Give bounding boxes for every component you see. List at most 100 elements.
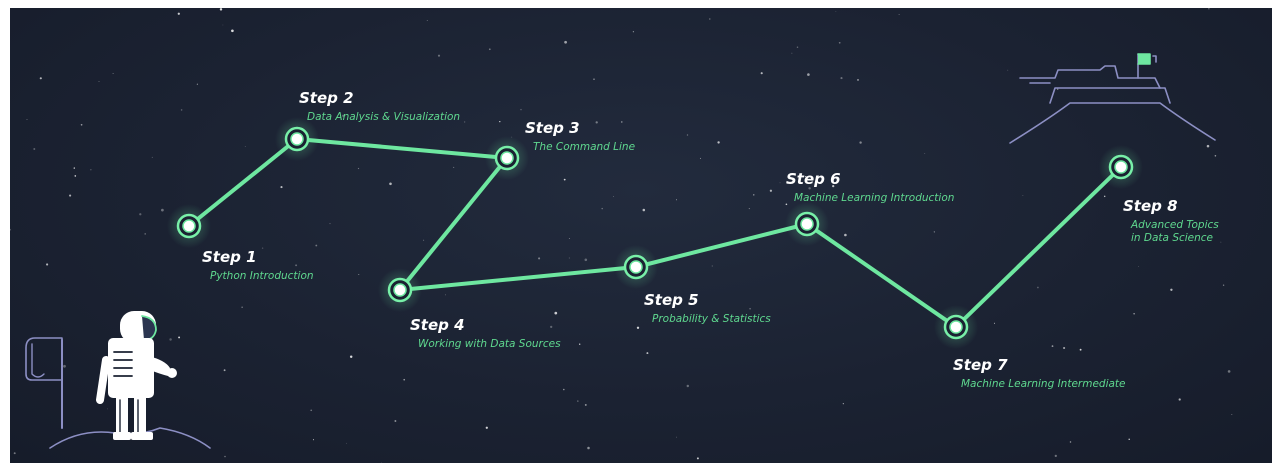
star xyxy=(151,156,153,158)
star xyxy=(753,194,755,196)
star xyxy=(808,187,811,190)
step-1-title: Step 1 xyxy=(202,248,257,266)
star xyxy=(33,148,36,150)
step-2-node xyxy=(275,117,319,161)
star xyxy=(785,203,788,206)
star xyxy=(437,54,441,57)
step-8-node xyxy=(1099,145,1143,189)
star xyxy=(139,213,142,216)
star xyxy=(779,182,781,184)
star xyxy=(577,400,579,402)
star xyxy=(499,120,501,123)
star xyxy=(840,77,843,80)
star xyxy=(587,446,590,450)
star xyxy=(568,238,570,239)
step-5-subtitle: Probability & Statistics xyxy=(652,313,771,325)
star xyxy=(769,189,773,192)
star xyxy=(584,403,587,406)
star xyxy=(161,208,164,212)
star xyxy=(403,378,406,381)
star xyxy=(686,384,690,388)
star xyxy=(178,336,181,339)
star xyxy=(568,257,570,259)
star xyxy=(796,46,799,49)
step-2-subtitle: Data Analysis & Visualization xyxy=(307,111,460,123)
star xyxy=(69,194,72,197)
star xyxy=(423,239,425,241)
star xyxy=(241,306,243,308)
step-7-title: Step 7 xyxy=(953,356,1008,374)
star xyxy=(73,167,75,169)
step-3-subtitle: The Command Line xyxy=(533,141,635,153)
star xyxy=(805,175,807,178)
star xyxy=(646,352,649,355)
star xyxy=(485,426,488,429)
star xyxy=(315,244,318,247)
star xyxy=(993,322,996,324)
star xyxy=(169,338,172,341)
star xyxy=(538,257,541,260)
star xyxy=(444,327,447,330)
star xyxy=(112,73,114,74)
star xyxy=(1007,69,1009,71)
step-6-node xyxy=(785,202,829,246)
star xyxy=(357,167,360,170)
star xyxy=(933,231,935,233)
star xyxy=(1103,195,1106,198)
star xyxy=(579,343,581,345)
star xyxy=(838,41,841,44)
star xyxy=(39,77,42,80)
star xyxy=(389,182,392,186)
step-7-node xyxy=(934,305,978,349)
star xyxy=(550,325,553,329)
star xyxy=(1206,144,1210,148)
star xyxy=(1222,284,1225,286)
star xyxy=(791,52,793,54)
step-4-node xyxy=(378,268,422,312)
star xyxy=(1054,454,1057,458)
star xyxy=(222,24,224,26)
star xyxy=(453,166,455,168)
star xyxy=(358,273,360,275)
star xyxy=(445,294,446,296)
star xyxy=(898,14,900,16)
star xyxy=(760,72,763,75)
step-2-title: Step 2 xyxy=(299,89,354,107)
star xyxy=(676,436,677,438)
star xyxy=(231,29,234,33)
step-6-title: Step 6 xyxy=(786,170,841,188)
star xyxy=(1227,370,1231,373)
star xyxy=(1220,241,1222,243)
star xyxy=(394,420,397,422)
star xyxy=(1037,286,1039,289)
step-nodes xyxy=(167,117,1143,349)
star xyxy=(1138,266,1139,267)
star xyxy=(857,78,859,81)
star xyxy=(1231,413,1233,416)
star xyxy=(177,12,180,15)
star xyxy=(1214,155,1217,157)
star xyxy=(90,169,92,171)
star xyxy=(621,121,623,123)
star xyxy=(749,307,751,310)
star xyxy=(74,175,77,177)
star xyxy=(381,462,382,463)
star xyxy=(488,48,491,51)
starfield xyxy=(10,8,1233,463)
star xyxy=(1057,88,1059,90)
star xyxy=(26,119,28,121)
star xyxy=(520,108,522,111)
star xyxy=(696,457,699,460)
step-1-node xyxy=(167,204,211,248)
star xyxy=(310,409,313,412)
star xyxy=(63,364,66,368)
roadmap-path xyxy=(187,137,1123,329)
star xyxy=(1063,346,1066,350)
step-4-title: Step 4 xyxy=(410,316,465,334)
astronaut-illustration xyxy=(25,311,211,449)
star xyxy=(349,355,353,359)
star xyxy=(1208,8,1210,10)
